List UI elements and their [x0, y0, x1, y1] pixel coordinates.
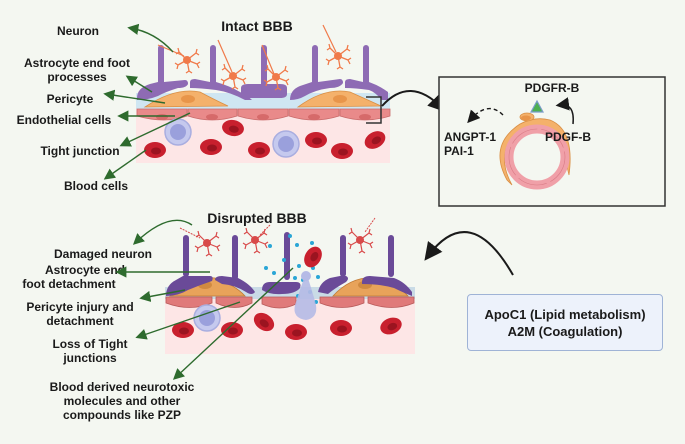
label-blood-derived-2: molecules and other: [64, 394, 181, 408]
protein-arrow: [424, 231, 514, 276]
intact-labels: Neuron Astrocyte end foot processes Peri…: [17, 23, 191, 193]
disrupted-bbb-title: Disrupted BBB: [207, 210, 307, 226]
inset-panel: PDGFR-B PDGF-B ANGPT-1 PAI-1: [438, 76, 666, 207]
label-pericyte: Pericyte: [47, 92, 94, 106]
label-damaged-neuron: Damaged neuron: [54, 247, 152, 261]
zoom-arrow: [381, 90, 447, 113]
astrocyte-end-feet: [137, 45, 388, 100]
protein-a2m: A2M (Coagulation): [507, 323, 623, 339]
disrupted-bbb-illustration: [165, 217, 415, 354]
label-astrocyte-2: processes: [47, 70, 107, 84]
label-pericyte-injury-1: Pericyte injury and: [26, 300, 133, 314]
pdgfr-b-receptor: [529, 99, 545, 113]
label-blood-cells: Blood cells: [64, 179, 128, 193]
disrupted-labels: Damaged neuron Astrocyte end foot detach…: [22, 219, 294, 422]
intact-bbb-title: Intact BBB: [221, 18, 293, 34]
label-astrocyte-detach-2: foot detachment: [22, 277, 115, 291]
label-pdgf-b: PDGF-B: [545, 130, 591, 144]
label-pericyte-injury-2: detachment: [46, 314, 113, 328]
protein-markers-box: ApoC1 (Lipid metabolism) A2M (Coagulatio…: [467, 294, 663, 351]
label-loss-tj-1: Loss of Tight: [52, 337, 127, 351]
label-pai-1: PAI-1: [444, 144, 474, 158]
label-pdgfr-b: PDGFR-B: [525, 81, 580, 95]
intact-bbb-illustration: [136, 24, 391, 163]
label-tight-junction: Tight junction: [40, 144, 119, 158]
label-neuron: Neuron: [57, 24, 99, 38]
label-blood-derived-3: compounds like PZP: [63, 408, 181, 422]
label-angpt-1: ANGPT-1: [444, 130, 496, 144]
protein-apoc1: ApoC1 (Lipid metabolism): [484, 306, 646, 322]
label-astrocyte-detach-1: Astrocyte end: [45, 263, 125, 277]
label-endothelial: Endothelial cells: [17, 113, 112, 127]
label-loss-tj-2: junctions: [62, 351, 117, 365]
label-astrocyte-1: Astrocyte end foot: [24, 56, 130, 70]
label-blood-derived-1: Blood derived neurotoxic: [50, 380, 195, 394]
